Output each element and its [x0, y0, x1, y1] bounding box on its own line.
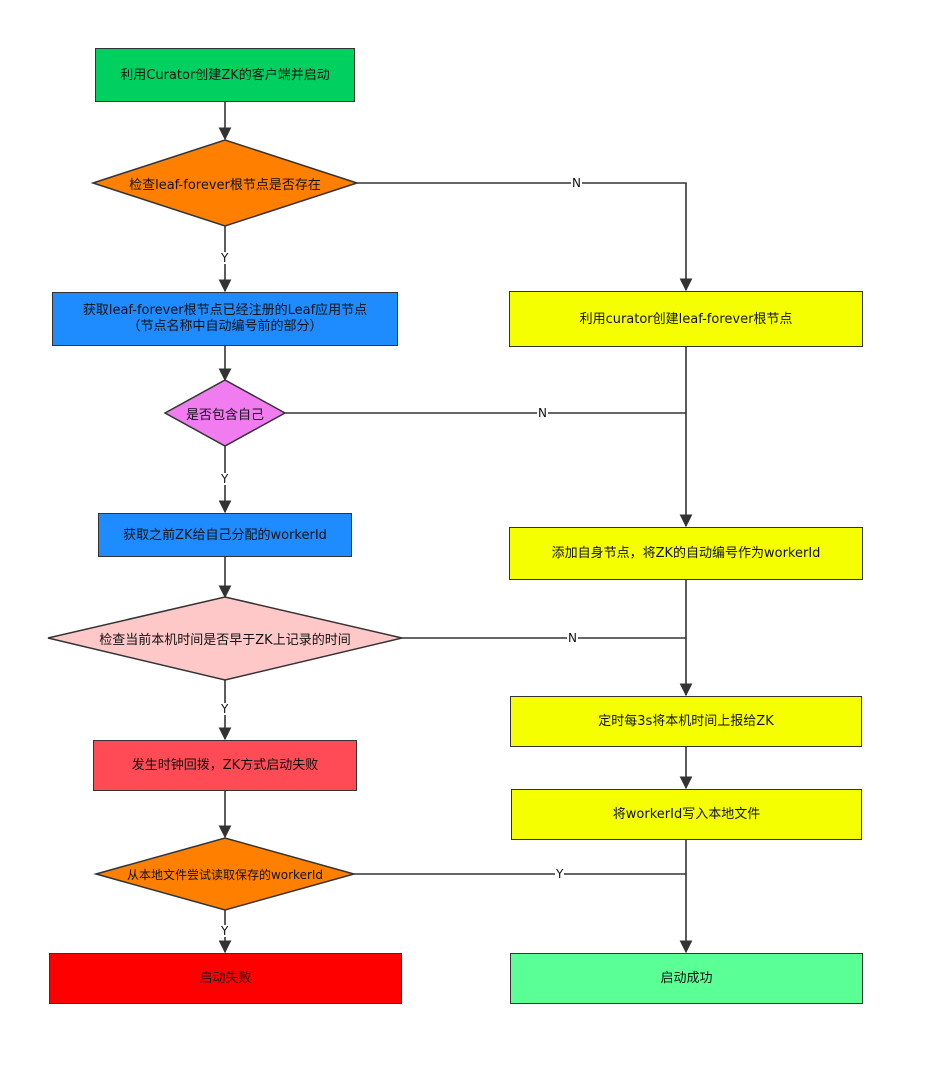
read-yes-right-label: Y	[555, 867, 565, 881]
clock-backwards-node: 发生时钟回拨，ZK方式启动失败	[93, 740, 357, 791]
check-root-text: 检查leaf-forever根节点是否存在	[129, 177, 321, 193]
contains-self-text: 是否包含自己	[185, 407, 264, 423]
write-local-node: 将workerId写入本地文件	[511, 789, 862, 840]
start-node: 利用Curator创建ZK的客户端并启动	[95, 48, 355, 102]
contains-yes-label: Y	[220, 472, 230, 486]
start-fail-node: 启动失败	[49, 953, 402, 1004]
read-local-diamond	[93, 837, 357, 911]
check-time-diamond	[47, 596, 403, 681]
read-local-text: 从本地文件尝试读取保存的workerId	[126, 867, 324, 882]
report-time-node: 定时每3s将本机时间上报给ZK	[510, 696, 862, 747]
create-root-node: 利用curator创建leaf-forever根节点	[509, 291, 863, 347]
contains-self-diamond	[163, 379, 287, 447]
contains-no-label: N	[537, 406, 548, 420]
time-no-label: N	[567, 631, 578, 645]
check-time-text: 检查当前本机时间是否早于ZK上记录的时间	[99, 632, 351, 648]
get-registered-line2: （节点名称中自动编号前的部分）	[127, 319, 323, 334]
check-root-diamond	[90, 139, 360, 227]
start-success-node: 启动成功	[510, 953, 863, 1004]
get-worker-id-node: 获取之前ZK给自己分配的workerId	[98, 513, 352, 557]
get-registered-line1: 获取leaf-forever根节点已经注册的Leaf应用节点	[82, 303, 368, 318]
time-yes-label: Y	[220, 702, 230, 716]
get-registered-node: 获取leaf-forever根节点已经注册的Leaf应用节点 （节点名称中自动编…	[52, 292, 398, 346]
add-self-node: 添加自身节点，将ZK的自动编号作为workerId	[509, 527, 863, 580]
root-yes-label: Y	[220, 251, 230, 265]
read-yes-down-label: Y	[220, 924, 230, 938]
root-no-label: N	[571, 176, 582, 190]
edge-check-root-no	[357, 182, 693, 292]
